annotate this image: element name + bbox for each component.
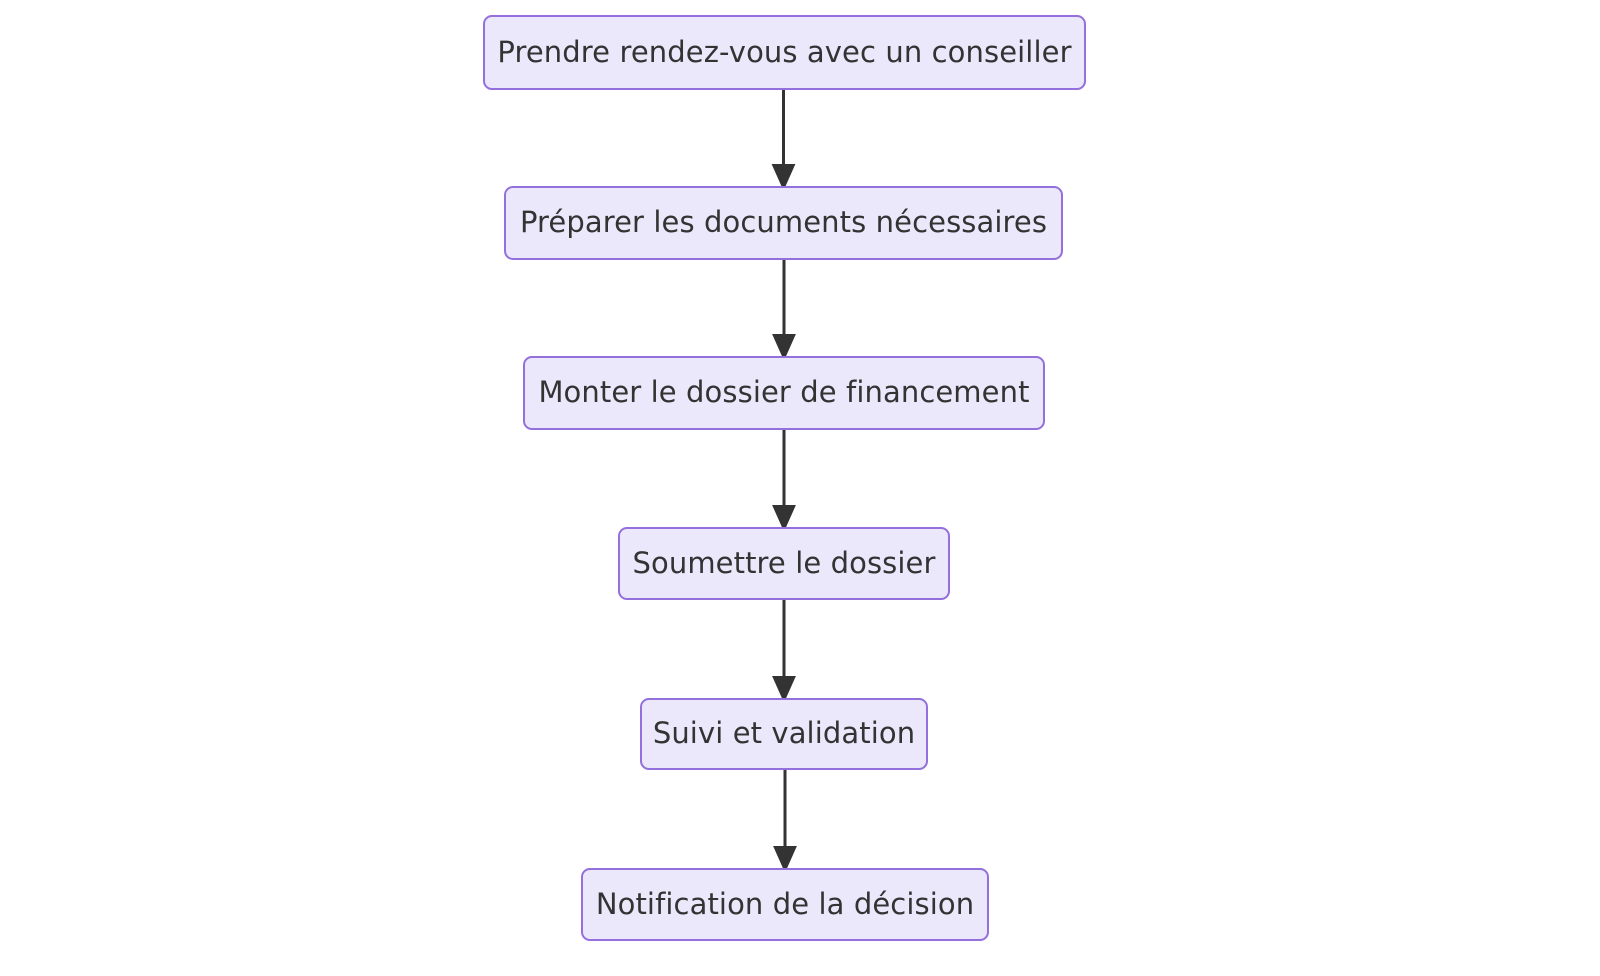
flow-node-2-label: Préparer les documents nécessaires — [519, 205, 1048, 240]
flow-node-4-label: Soumettre le dossier — [632, 545, 936, 580]
flow-node-6-label: Notification de la décision — [595, 886, 975, 921]
flow-node-4[interactable]: Soumettre le dossier — [618, 527, 950, 600]
flow-node-3-label: Monter le dossier de financement — [538, 375, 1030, 410]
flow-node-5[interactable]: Suivi et validation — [640, 698, 928, 770]
flow-node-2[interactable]: Préparer les documents nécessaires — [504, 186, 1063, 260]
flow-node-1-label: Prendre rendez-vous avec un conseiller — [497, 34, 1072, 69]
flow-node-6[interactable]: Notification de la décision — [581, 868, 989, 941]
flow-node-1[interactable]: Prendre rendez-vous avec un conseiller — [483, 15, 1086, 90]
flow-node-3[interactable]: Monter le dossier de financement — [523, 356, 1045, 430]
flow-node-5-label: Suivi et validation — [652, 716, 916, 751]
